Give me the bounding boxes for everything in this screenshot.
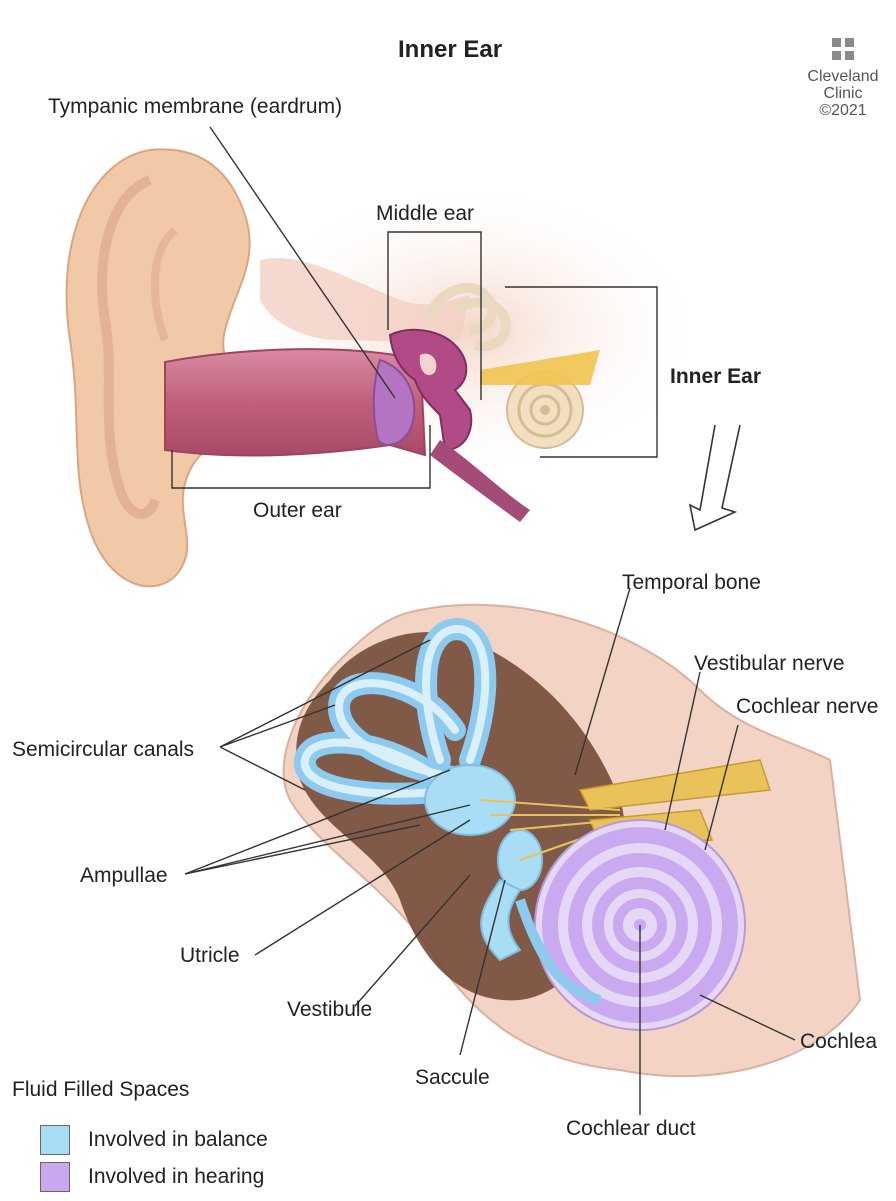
label-outer-ear: Outer ear bbox=[253, 499, 342, 523]
cleveland-clinic-logo-icon bbox=[830, 36, 856, 62]
label-inner-ear: Inner Ear bbox=[670, 365, 761, 389]
brand-copyright: ©2021 bbox=[798, 102, 888, 119]
brand-block: Cleveland Clinic ©2021 bbox=[798, 36, 888, 119]
legend-swatch-balance bbox=[40, 1125, 70, 1155]
legend-label-balance: Involved in balance bbox=[88, 1128, 268, 1152]
legend-swatch-hearing bbox=[40, 1162, 70, 1192]
legend-title: Fluid Filled Spaces bbox=[12, 1078, 189, 1102]
label-tympanic-membrane: Tympanic membrane (eardrum) bbox=[48, 95, 342, 119]
brand-name-line1: Cleveland bbox=[798, 68, 888, 85]
legend-item-hearing: Involved in hearing bbox=[40, 1162, 264, 1192]
label-vestibular-nerve: Vestibular nerve bbox=[694, 652, 845, 676]
diagram-title: Inner Ear bbox=[398, 36, 502, 64]
label-cochlea: Cochlea bbox=[800, 1030, 877, 1054]
label-ampullae: Ampullae bbox=[80, 864, 168, 888]
label-saccule: Saccule bbox=[415, 1066, 490, 1090]
down-arrow bbox=[690, 425, 740, 530]
label-temporal-bone: Temporal bone bbox=[622, 571, 761, 595]
label-cochlear-nerve: Cochlear nerve bbox=[736, 695, 878, 719]
brand-name-line2: Clinic bbox=[798, 85, 888, 102]
label-vestibule: Vestibule bbox=[287, 998, 372, 1022]
label-semicircular-canals: Semicircular canals bbox=[12, 738, 194, 762]
legend-item-balance: Involved in balance bbox=[40, 1125, 268, 1155]
legend-label-hearing: Involved in hearing bbox=[88, 1165, 264, 1189]
label-middle-ear: Middle ear bbox=[376, 202, 474, 226]
label-cochlear-duct: Cochlear duct bbox=[566, 1117, 696, 1141]
label-utricle: Utricle bbox=[180, 944, 240, 968]
